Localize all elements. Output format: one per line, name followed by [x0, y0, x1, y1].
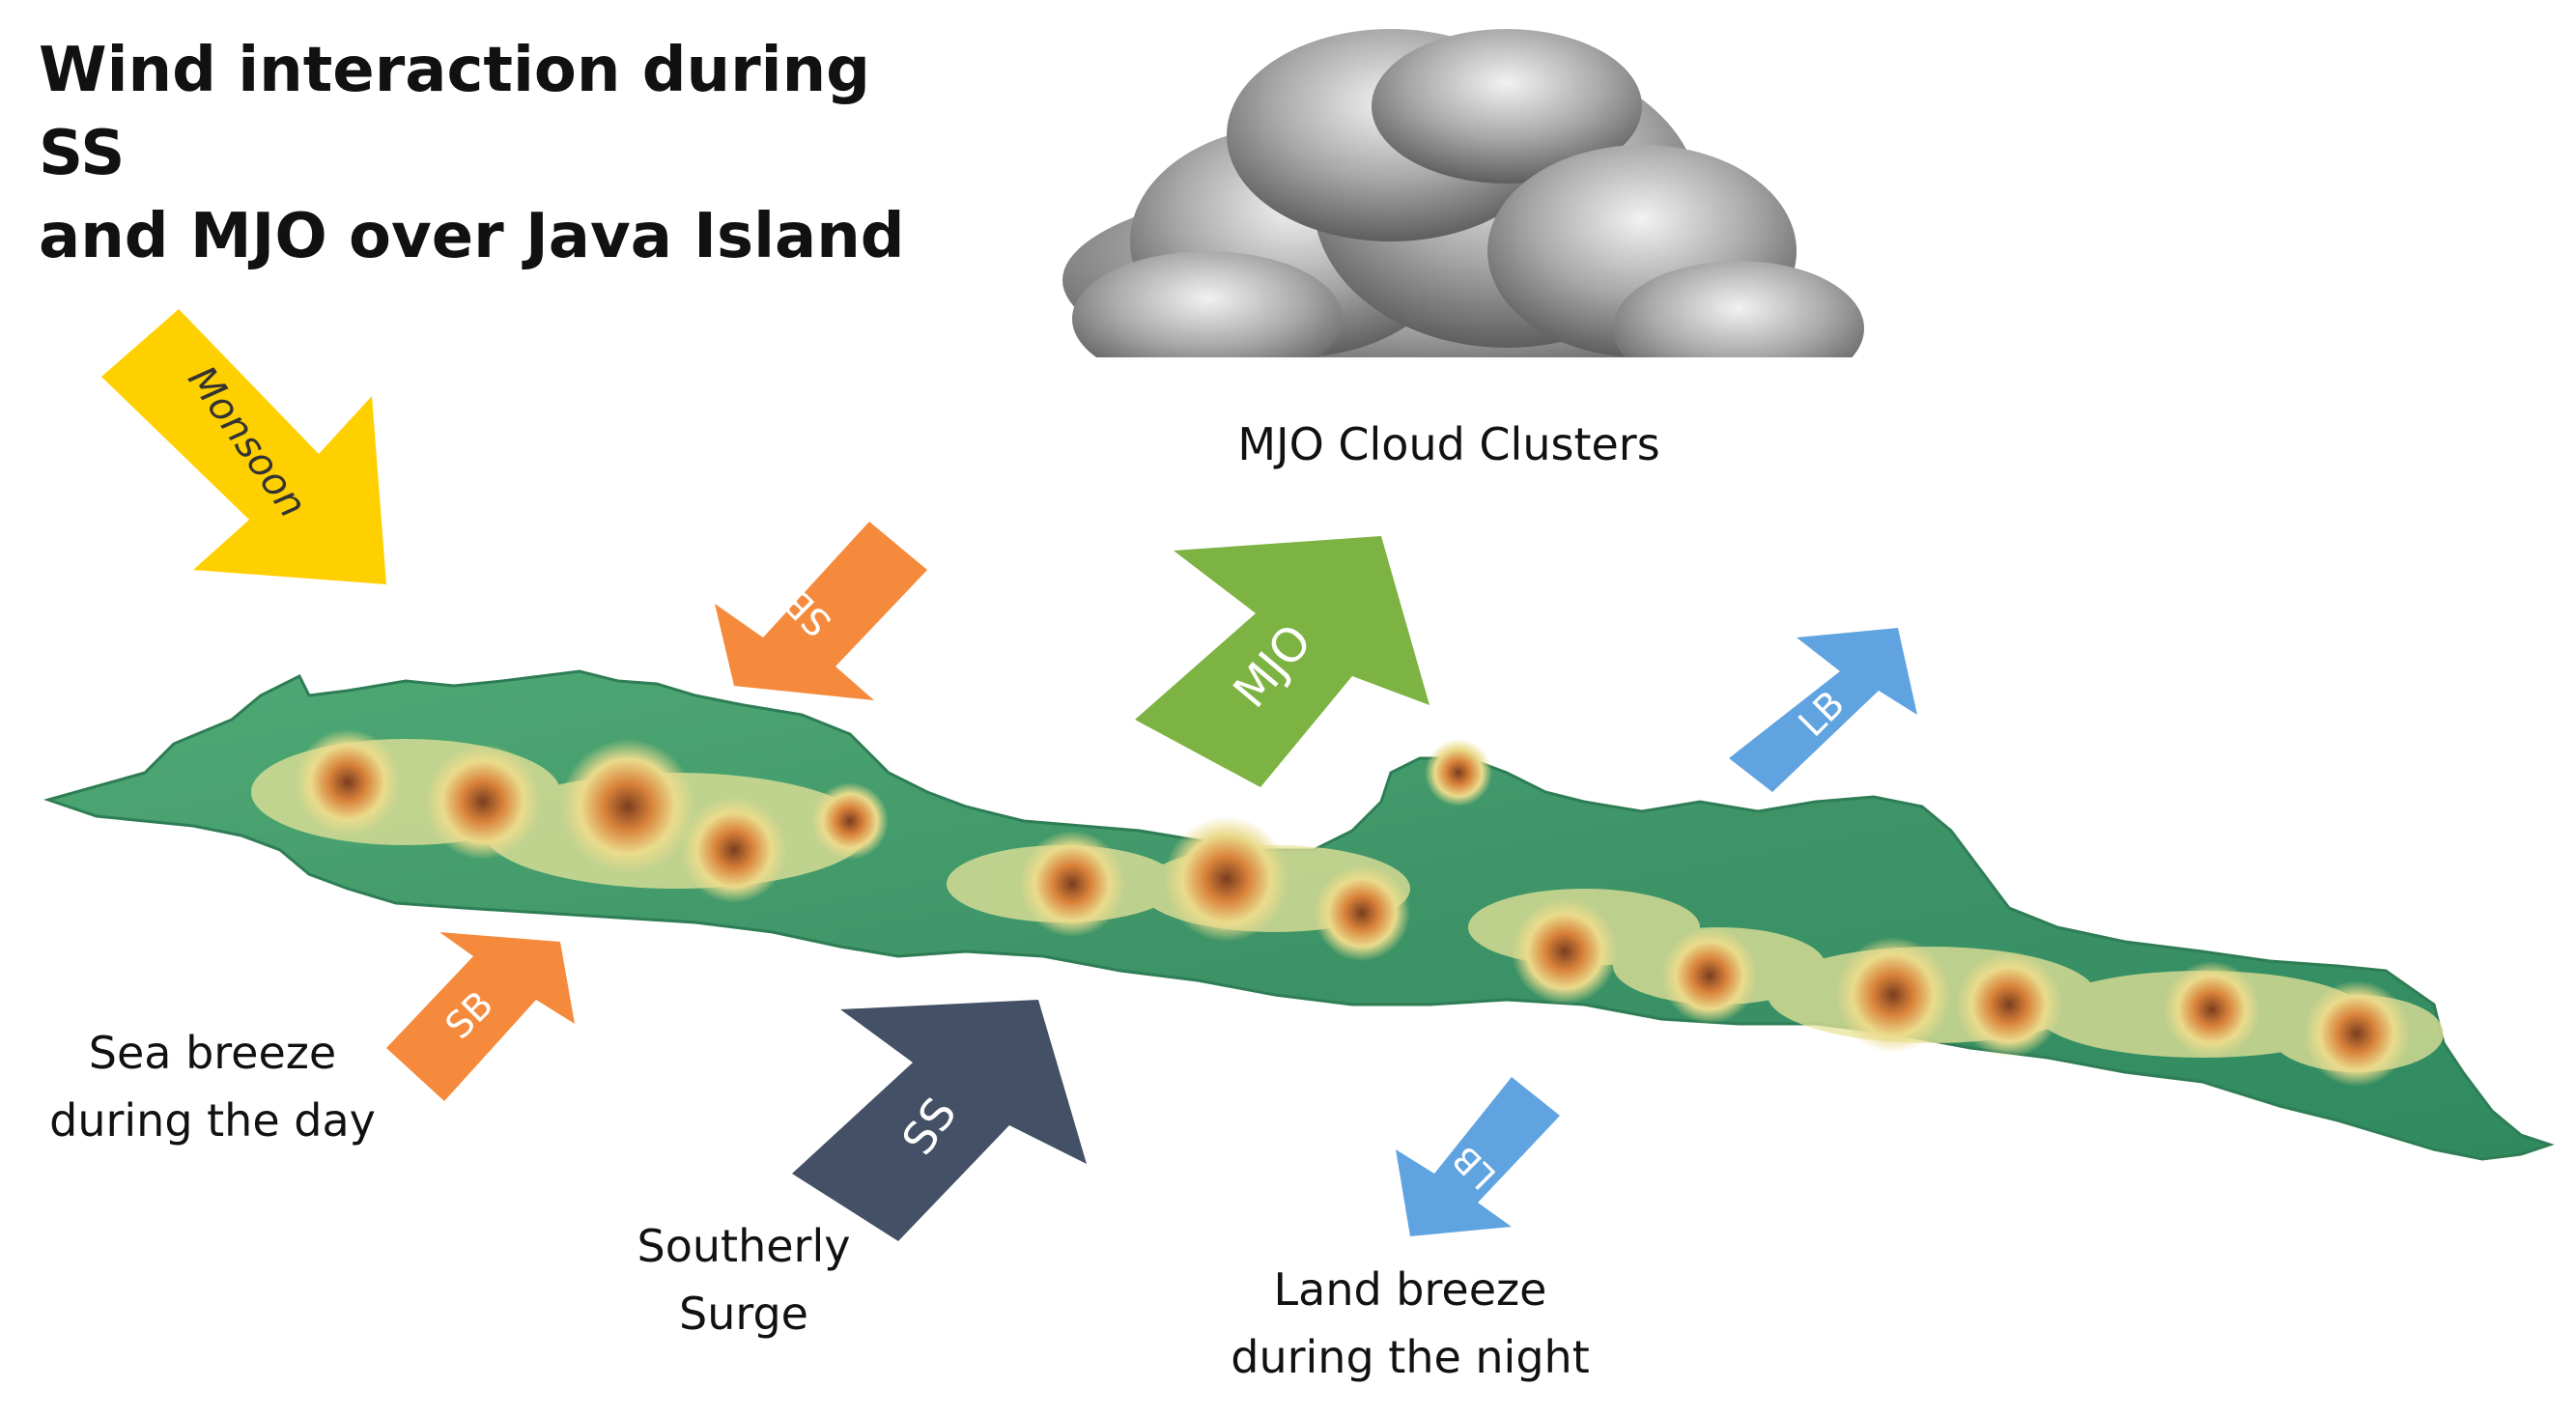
- cloud-caption-text: MJO Cloud Clusters: [1237, 418, 1660, 470]
- mjo-cloud-image: [1062, 29, 1864, 396]
- sb-south-arrow: SB: [386, 932, 575, 1101]
- lb-north-arrow: LB: [1729, 628, 1917, 792]
- southerly-surge-caption: Southerly Surge: [599, 1212, 889, 1347]
- sea-breeze-line-1: Sea breeze: [88, 1027, 337, 1079]
- diagram-title: Wind interaction during SS and MJO over …: [39, 29, 908, 278]
- land-breeze-line-2: during the night: [1231, 1331, 1590, 1383]
- southerly-surge-line-1: Southerly: [637, 1220, 851, 1272]
- land-breeze-caption: Land breeze during the night: [1207, 1256, 1613, 1391]
- mjo-arrow: MJO: [1135, 536, 1430, 787]
- title-line-1: Wind interaction during SS: [39, 35, 870, 189]
- ss-arrow: SS: [792, 1000, 1087, 1241]
- sea-breeze-caption: Sea breeze during the day: [19, 1019, 406, 1154]
- title-line-2: and MJO over Java Island: [39, 201, 905, 272]
- lb-south-arrow: LB: [1396, 1077, 1560, 1236]
- sb-north-arrow: SB: [715, 522, 927, 700]
- monsoon-arrow: Monsoon: [101, 309, 386, 584]
- sea-breeze-line-2: during the day: [49, 1094, 376, 1147]
- land-breeze-line-1: Land breeze: [1273, 1263, 1547, 1316]
- java-island-map: [42, 669, 2555, 1161]
- cloud-caption: MJO Cloud Clusters: [1159, 411, 1739, 478]
- southerly-surge-line-2: Surge: [679, 1288, 808, 1340]
